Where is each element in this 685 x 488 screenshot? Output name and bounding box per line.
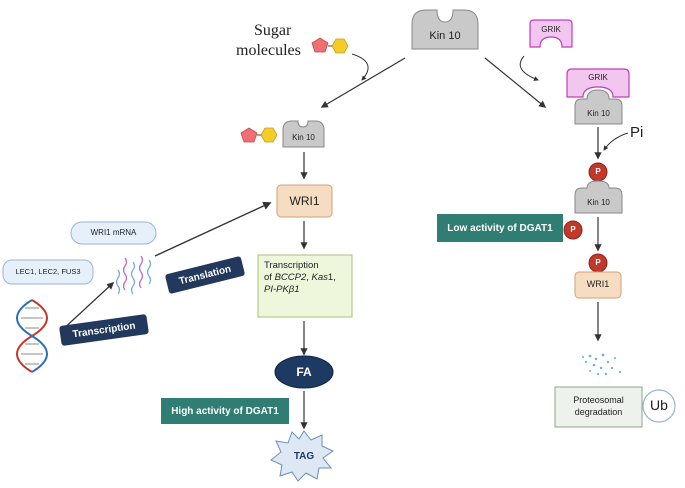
sugar-label-line1: Sugar: [254, 22, 292, 39]
wri1-left-box: [276, 184, 333, 218]
fa-label: FA: [296, 365, 312, 379]
tag-starburst: [270, 430, 335, 482]
curved-arrow-grik: [519, 55, 539, 81]
high-dgat1-band: High activity of DGAT1: [161, 398, 289, 424]
curved-arrow-sugar: [351, 53, 369, 81]
kin10-phos-label: Kin 10: [587, 198, 610, 207]
wri1-mrna-label: WRI1 mRNA: [90, 228, 137, 237]
pipk-text: PI-PKβ1: [264, 284, 300, 295]
lec-box: [2, 259, 94, 285]
comma-text: ,: [306, 272, 312, 283]
pi-label: Pi: [630, 124, 644, 141]
phosphate-label-3: P: [595, 258, 601, 267]
of-text: of: [264, 272, 275, 283]
degraded-fragments-icon: [582, 353, 622, 376]
low-dgat1-band: Low activity of DGAT1: [437, 214, 563, 242]
arrow-kin10-to-right: [484, 57, 547, 108]
phosphate-label-1: P: [595, 167, 601, 176]
kin10-top-label: Kin 10: [429, 30, 461, 42]
kas-num-text: 1,: [327, 272, 336, 283]
transcription-box-text: Transcription of BCCP2, Kas1, PI-PKβ1: [264, 260, 350, 296]
transcription-box-line2: of BCCP2, Kas1,: [264, 272, 350, 284]
proteosomal-text: Proteosomal degradation: [555, 394, 642, 418]
high-dgat1-text: High activity of DGAT1: [171, 405, 279, 417]
ub-label: Ub: [650, 397, 668, 413]
wri1-right-box: [574, 271, 622, 299]
lec-label: LEC1, LEC2, FUS3: [15, 267, 81, 276]
grik-bound-label: GRIK: [588, 73, 608, 82]
ub-circle: [642, 389, 676, 423]
proteosomal-line1: Proteosomal: [573, 395, 624, 405]
kin10-bound-label: Kin 10: [587, 109, 610, 118]
grik-free-shape: [529, 19, 573, 48]
grik-free-label: GRIK: [541, 25, 561, 34]
kin10-top-shape: [411, 9, 479, 50]
phosphate-icon-2: [563, 220, 583, 240]
dna-helix-icon: [16, 299, 48, 373]
proteosomal-line2: degradation: [574, 407, 623, 417]
wri1-mrna-box: [70, 221, 157, 245]
sugar-molecules-icon: [311, 37, 349, 54]
arrow-kin10-to-left: [320, 57, 406, 108]
fa-ellipse: [274, 355, 334, 389]
arrow-mrna-to-wri1: [154, 201, 272, 257]
bccp2-text: BCCP2: [274, 272, 307, 283]
phosphate-label-2: P: [570, 225, 576, 234]
tag-label: TAG: [293, 451, 315, 462]
kas-text: Kas: [311, 272, 328, 283]
sugar-bound-icon: [240, 127, 278, 143]
proteosomal-box: [554, 386, 643, 428]
kin10-left-label: Kin 10: [292, 133, 315, 142]
curved-arrow-pi: [603, 132, 629, 151]
kin10-left-shape: [282, 120, 325, 148]
transcription-box-line1: Transcription: [264, 260, 319, 271]
wri1-right-label: WRI1: [586, 279, 610, 289]
sugar-label-line2: molecules: [236, 42, 301, 59]
mrna-strands-icon: [115, 255, 152, 295]
low-dgat1-text: Low activity of DGAT1: [447, 222, 553, 234]
grik-bound-shape: [566, 68, 630, 98]
kin10-phos-shape: [574, 180, 623, 214]
wri1-left-label: WRI1: [289, 194, 320, 208]
transcription-box: [257, 254, 353, 318]
transcription-tag-text: Transcription: [71, 320, 137, 340]
kin10-bound-shape: [574, 89, 623, 125]
